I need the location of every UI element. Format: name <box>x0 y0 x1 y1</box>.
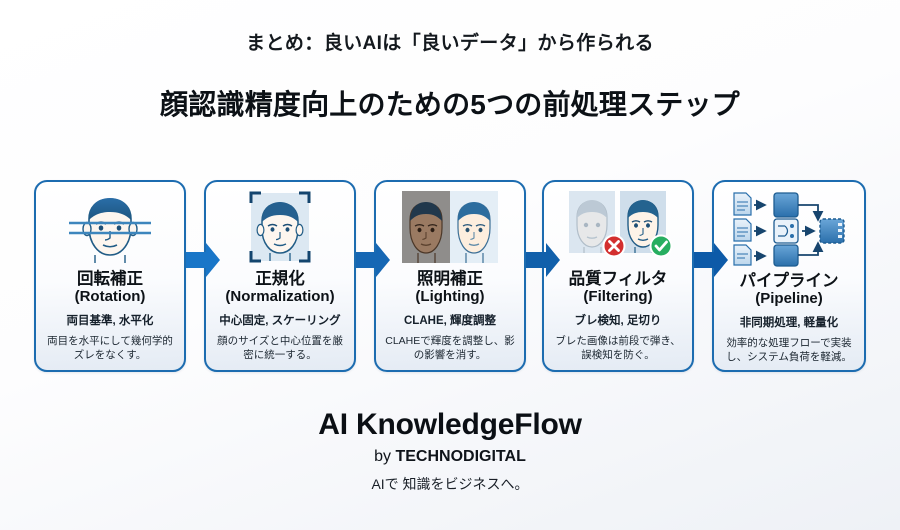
footer: AI KnowledgeFlow by TECHNODIGITAL AIで 知識… <box>0 408 900 494</box>
brand-name: AI KnowledgeFlow <box>318 408 582 441</box>
byline-prefix: by <box>374 448 396 465</box>
arrow-step2-to-step3 <box>356 240 390 280</box>
byline: by TECHNODIGITAL <box>0 448 900 466</box>
step-title-en: (Filtering) <box>583 288 653 306</box>
step-title-en: (Rotation) <box>74 288 146 306</box>
step-title-ja: パイプライン <box>739 272 839 290</box>
face-crop-frame-icon <box>232 189 328 265</box>
step-description: 効率的な処理フローで実装し、システム負荷を軽減。 <box>726 336 852 363</box>
step-title-en: (Lighting) <box>415 288 485 306</box>
step-card-filtering[interactable]: 品質フィルタ (Filtering) ブレ検知, 足切り ブレた画像は前段で弾き… <box>542 180 694 372</box>
step-title-ja: 品質フィルタ <box>568 270 668 288</box>
step-description: 顔のサイズと中心位置を厳密に統一する。 <box>217 334 343 361</box>
tagline: AIで 知識をビジネスへ。 <box>371 476 529 492</box>
step-title-en: (Pipeline) <box>755 290 823 308</box>
face-rotation-icon <box>62 189 158 265</box>
reject-badge <box>602 234 626 258</box>
step-keywords: 中心固定, スケーリング <box>219 314 341 327</box>
face-quality-filter-icon <box>563 189 673 265</box>
arrow-step4-to-step5 <box>694 240 728 280</box>
page-title: 顔認識精度向上のための5つの前処理ステップ <box>160 89 740 120</box>
step-description: ブレた画像は前段で弾き、誤検知を防ぐ。 <box>555 334 681 361</box>
arrow-step1-to-step2 <box>186 240 220 280</box>
step-card-lighting[interactable]: 照明補正 (Lighting) CLAHE, 輝度調整 CLAHEで輝度を調整し… <box>374 180 526 372</box>
step-keywords: ブレ検知, 足切り <box>574 314 662 327</box>
pipeline-flow-icon <box>728 189 850 267</box>
face-lighting-pair-icon <box>398 189 502 265</box>
step-title-ja: 照明補正 <box>417 270 483 288</box>
step-description: 両目を水平にして幾何学的ズレをなくす。 <box>47 334 173 361</box>
step-card-normalization[interactable]: 正規化 (Normalization) 中心固定, スケーリング 顔のサイズと中… <box>204 180 356 372</box>
accept-badge <box>649 234 673 258</box>
step-keywords: 非同期処理, 軽量化 <box>739 316 839 329</box>
step-card-pipeline[interactable]: パイプライン (Pipeline) 非同期処理, 軽量化 効率的な処理フローで実… <box>712 180 866 372</box>
preprocessing-flow: 回転補正 (Rotation) 両目基準, 水平化 両目を水平にして幾何学的ズレ… <box>34 180 866 376</box>
company-name: TECHNODIGITAL <box>395 448 526 465</box>
step-title-en: (Normalization) <box>225 288 335 306</box>
arrow-step3-to-step4 <box>526 240 560 280</box>
step-description: CLAHEで輝度を調整し、影の影響を消す。 <box>385 334 515 361</box>
step-card-rotation[interactable]: 回転補正 (Rotation) 両目基準, 水平化 両目を水平にして幾何学的ズレ… <box>34 180 186 372</box>
step-keywords: CLAHE, 輝度調整 <box>404 314 496 327</box>
step-title-ja: 回転補正 <box>77 270 143 288</box>
step-keywords: 両目基準, 水平化 <box>66 314 154 327</box>
summary-subtitle: まとめ：良いAIは「良いデータ」から作られる <box>246 33 654 54</box>
step-title-ja: 正規化 <box>255 270 305 288</box>
